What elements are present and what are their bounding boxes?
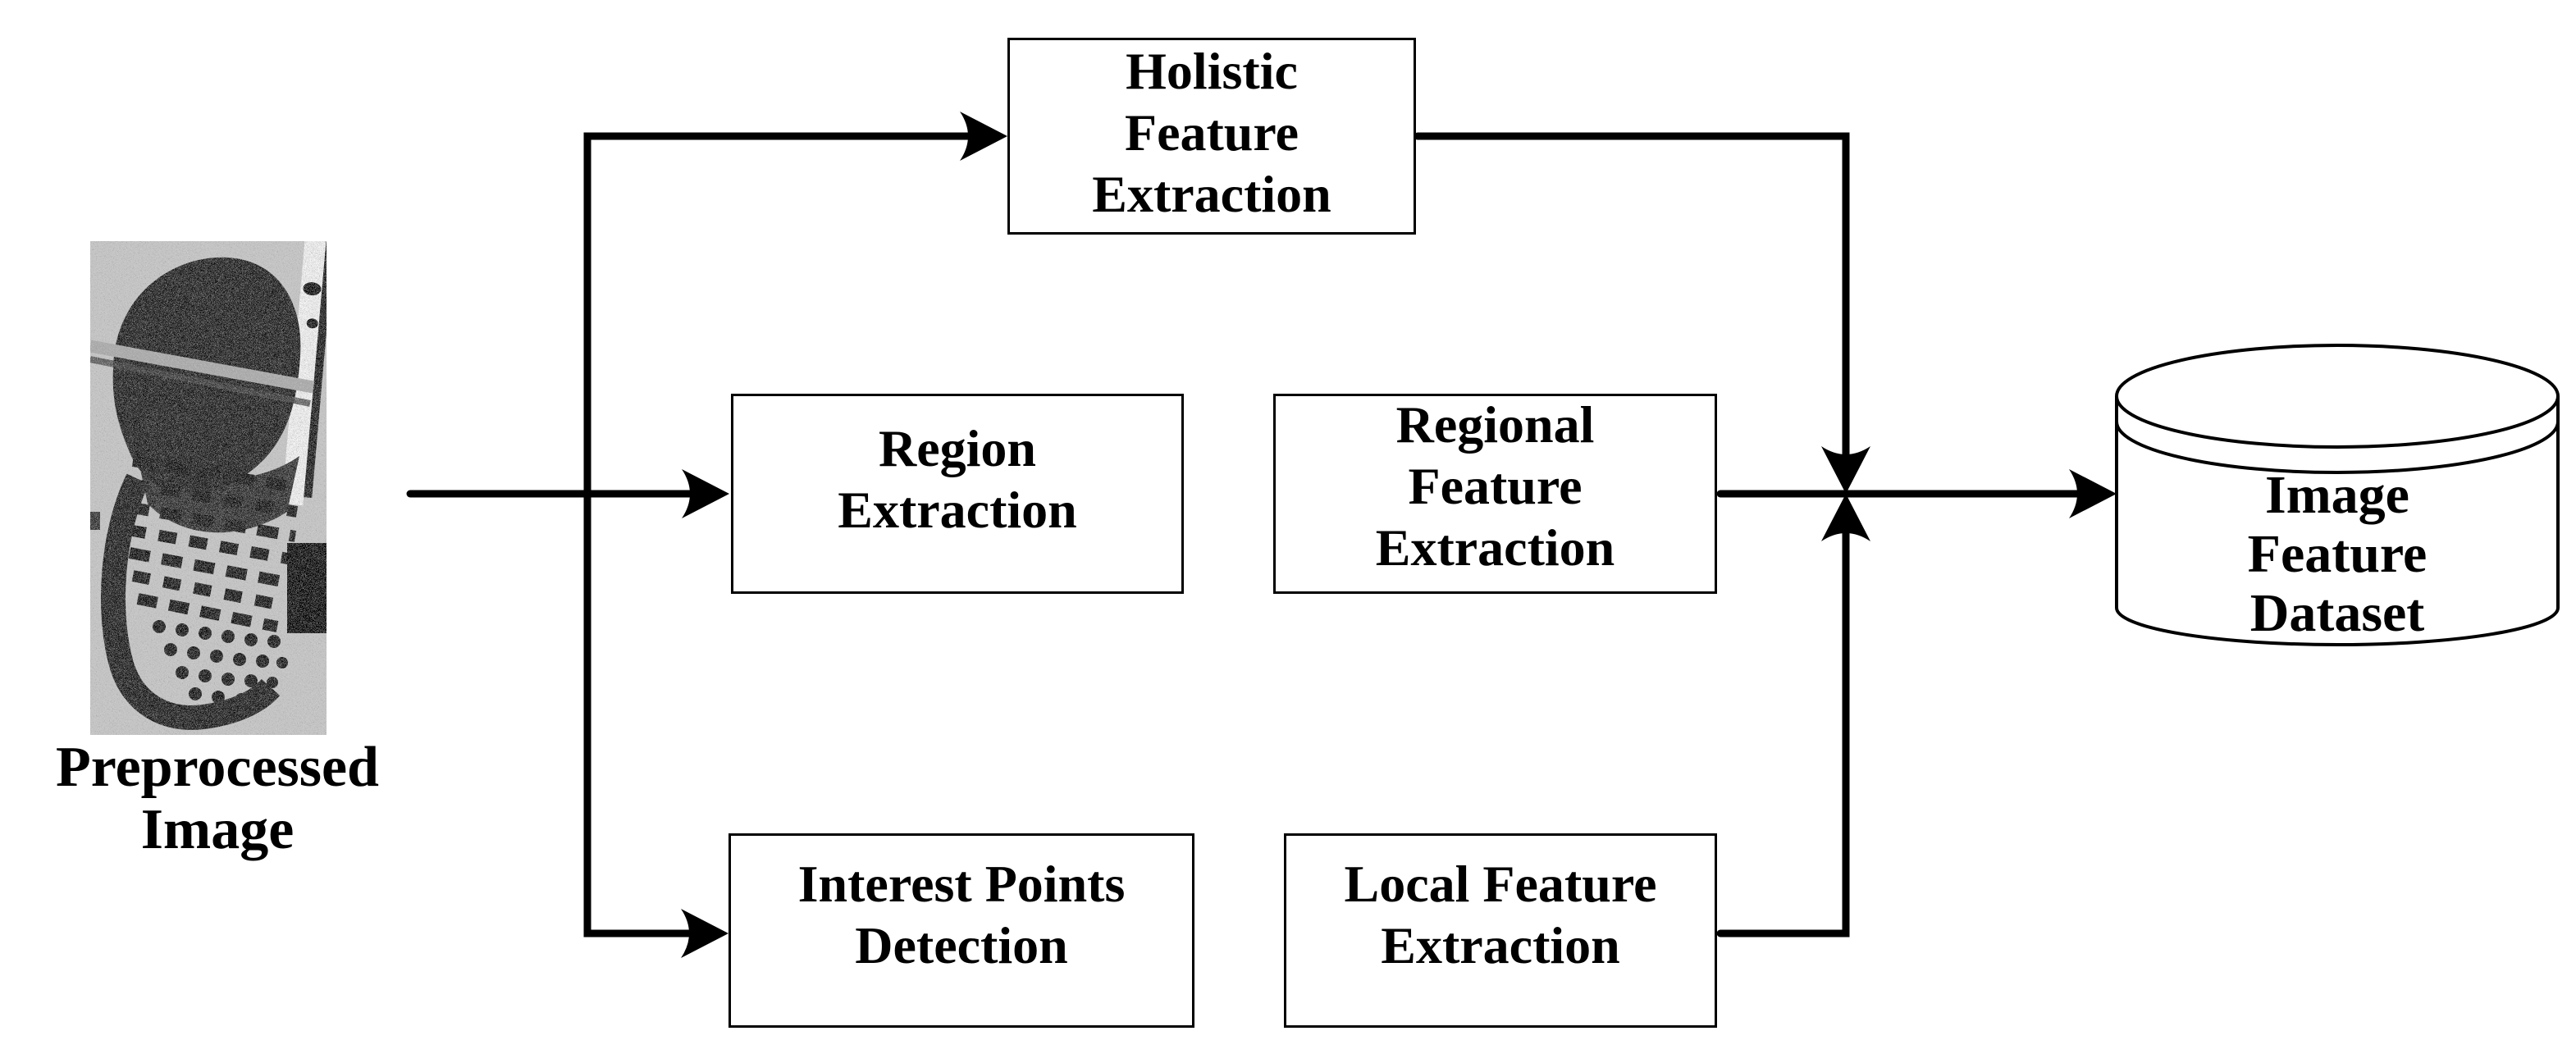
arrowheads — [681, 112, 2117, 958]
arrowhead-into-interest-icon — [681, 909, 728, 958]
node-label-line: Interest Points — [797, 854, 1126, 913]
datastore-cylinder — [2115, 344, 2560, 646]
node-label-line: Holistic — [1126, 41, 1298, 100]
preprocessed-image-label: Preprocessed Image — [0, 737, 435, 861]
caption-line: Preprocessed — [56, 736, 379, 799]
node-label-line: Feature — [1408, 456, 1583, 515]
node-label-line: Extraction — [838, 481, 1077, 539]
node-label-line: Detection — [855, 915, 1068, 974]
datastore-label-line: Dataset — [2249, 583, 2425, 643]
datastore-label-line: Image — [2265, 465, 2409, 525]
arrowhead-junction-up-icon — [1821, 494, 1870, 541]
datastore-label: Image Feature Dataset — [2117, 466, 2558, 643]
node-holistic-feature-extraction: Holistic Feature Extraction — [1007, 38, 1416, 235]
arrowhead-junction-down-icon — [1821, 446, 1870, 494]
cylinder-band-arc — [2115, 421, 2560, 474]
node-interest-points-detection: Interest Points Detection — [728, 833, 1194, 1028]
node-label-line: Extraction — [1375, 518, 1615, 577]
connector-lines — [406, 132, 2086, 938]
node-label-line: Region — [879, 419, 1036, 477]
caption-line: Image — [140, 798, 295, 861]
photo-noise-overlay — [90, 241, 327, 735]
datastore-label-line: Feature — [2247, 524, 2428, 584]
cylinder-top-ellipse — [2115, 344, 2560, 449]
node-label-line: Regional — [1395, 395, 1595, 454]
node-label-line: Extraction — [1381, 915, 1620, 974]
node-label-line: Local Feature — [1344, 854, 1657, 913]
node-regional-feature-extraction: Regional Feature Extraction — [1273, 394, 1717, 594]
holistic-out-line — [1414, 132, 1850, 462]
cylinder-body — [2115, 396, 2560, 646]
node-label-line: Feature — [1124, 103, 1299, 162]
local-out-line — [1716, 527, 1850, 938]
node-label-line: Extraction — [1092, 164, 1331, 223]
arrowhead-into-datastore-icon — [2069, 469, 2117, 518]
arrowhead-into-region-icon — [682, 469, 729, 518]
trunk-line — [583, 132, 978, 938]
node-local-feature-extraction: Local Feature Extraction — [1284, 833, 1717, 1028]
node-region-extraction: Region Extraction — [731, 394, 1184, 594]
arrowhead-into-holistic-icon — [960, 112, 1007, 161]
preprocessed-photo — [90, 241, 327, 735]
